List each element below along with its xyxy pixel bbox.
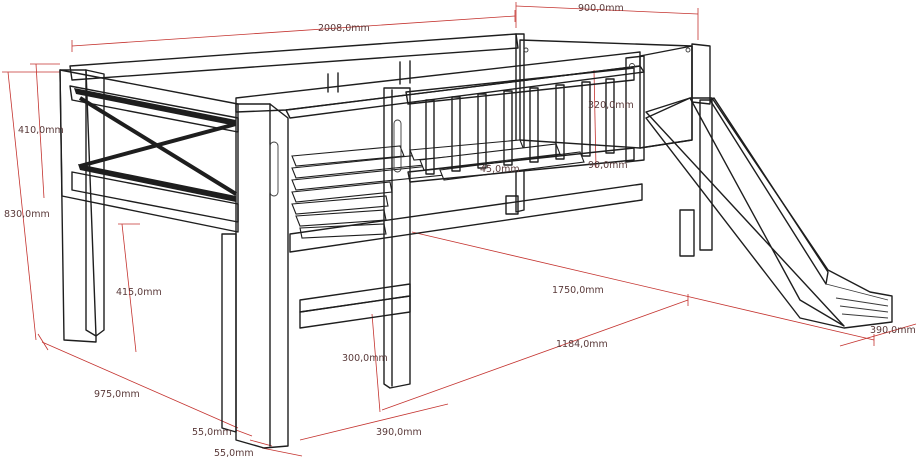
- dim-slide-width-label: 390,0mm: [870, 325, 916, 336]
- slide: [645, 97, 893, 329]
- dim-rail-bottom-label: 90,0mm: [588, 160, 628, 171]
- dim-slide-length-label: 1750,0mm: [552, 285, 604, 296]
- dim-ladder-offset-label: 1184,0mm: [556, 339, 608, 350]
- dim-width-label: 900,0mm: [578, 3, 624, 14]
- bed-back-frame: [69, 33, 525, 215]
- dim-guard-height-label: 410,0mm: [18, 125, 64, 136]
- dim-total-height-label: 830,0mm: [4, 209, 50, 220]
- dim-rail-gap-label: 45,0mm: [480, 164, 520, 175]
- dim-deck-height-label: 415,0mm: [116, 287, 162, 298]
- dim-ladder-width-label: 390,0mm: [376, 427, 422, 438]
- dim-post-width-a-label: 55,0mm: [192, 427, 232, 438]
- bed-slats: [291, 139, 585, 239]
- dimension-lines: [2, 2, 917, 457]
- dim-rail-post-label: 320,0mm: [588, 100, 634, 111]
- dim-length-label: 2008,0mm: [318, 23, 370, 34]
- front-posts: [221, 87, 411, 449]
- dim-depth-label: 975,0mm: [94, 389, 140, 400]
- dim-ladder-step-label: 300,0mm: [342, 353, 388, 364]
- bed-foot-end: [59, 69, 239, 343]
- dim-post-width-b-label: 55,0mm: [214, 448, 254, 459]
